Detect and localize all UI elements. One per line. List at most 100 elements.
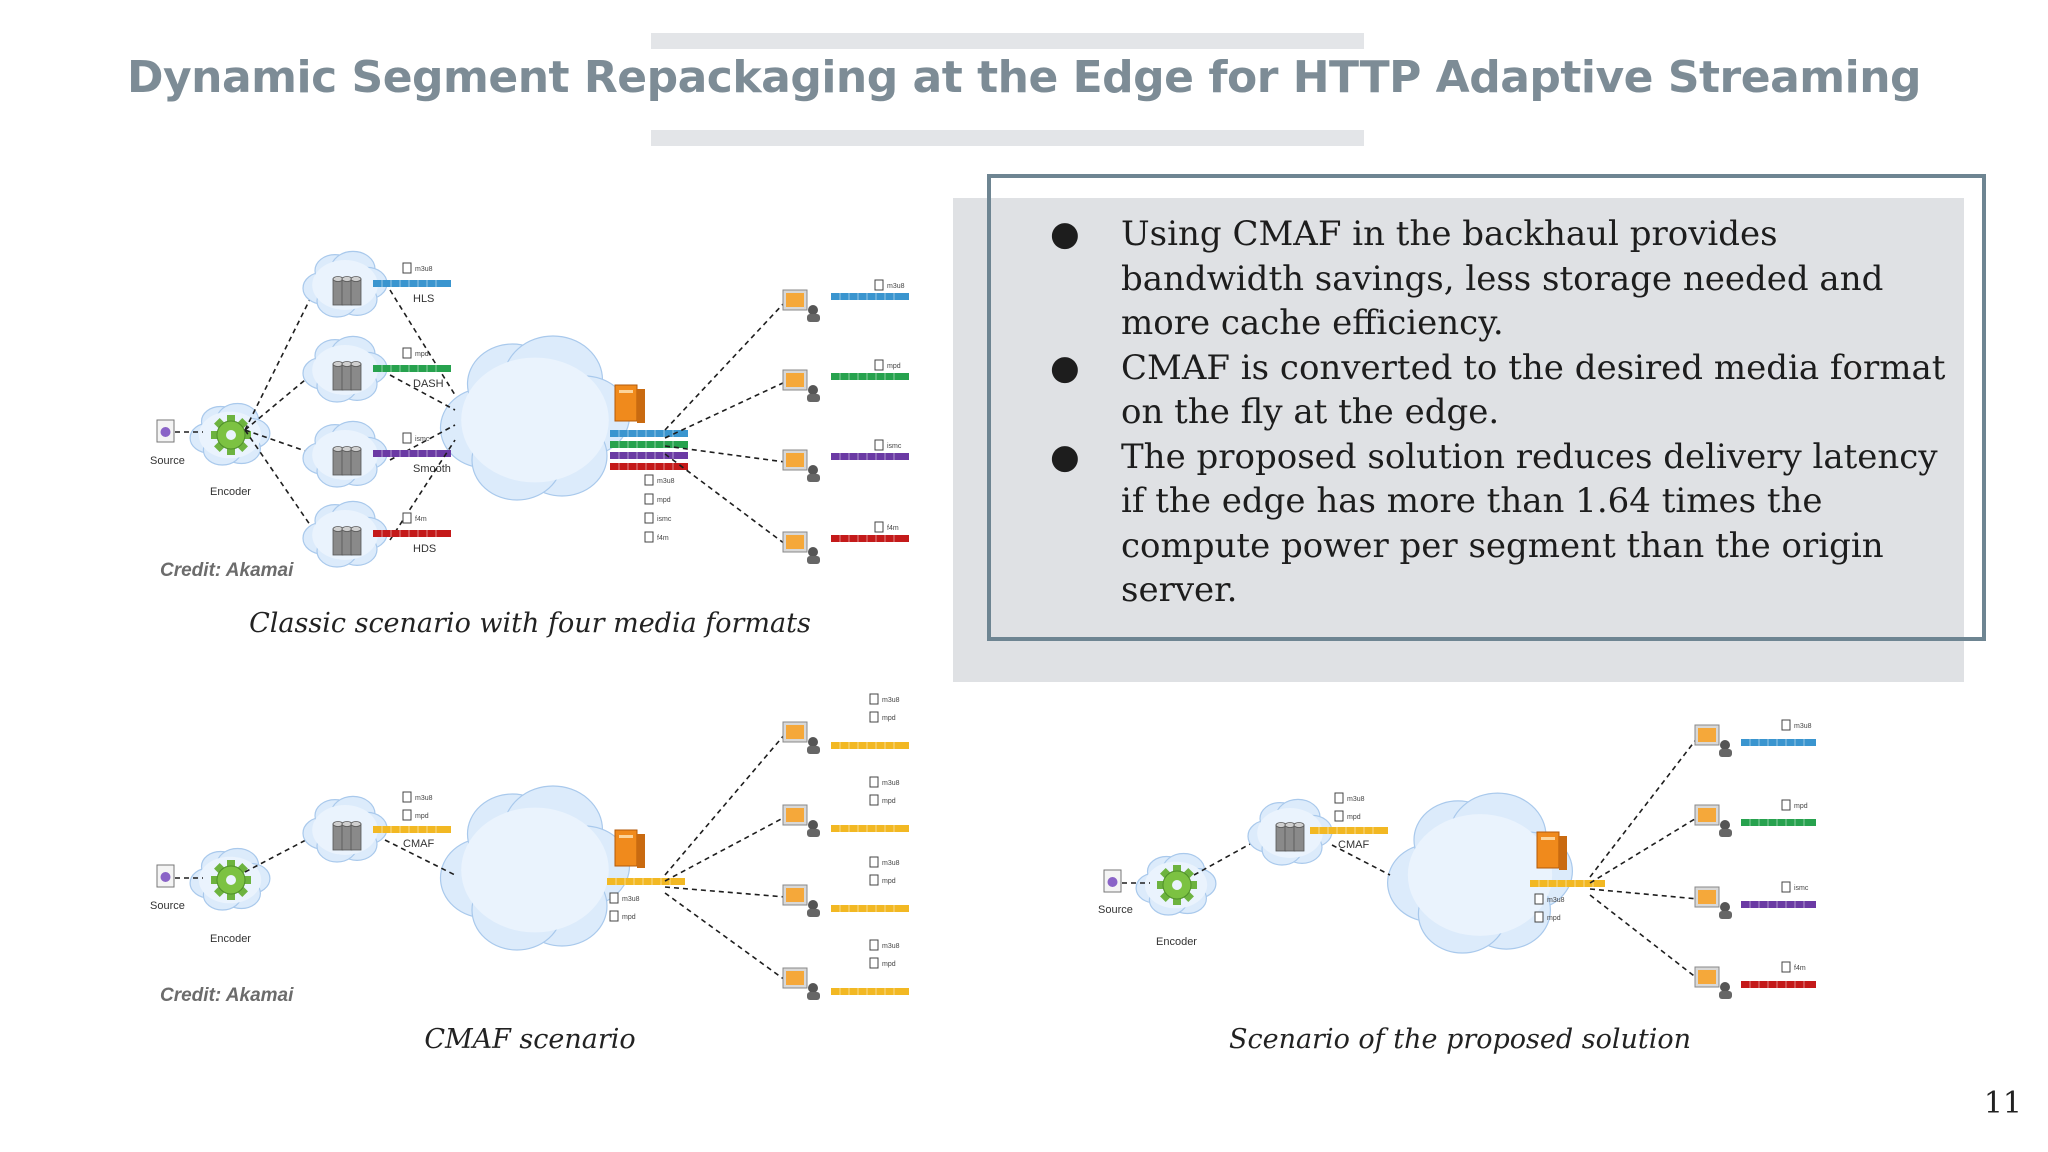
cloud-core	[1407, 814, 1553, 936]
file-icon	[1781, 961, 1791, 973]
file-icon	[869, 693, 879, 705]
file-label: m3u8	[415, 266, 433, 273]
disk-top	[350, 361, 362, 367]
gear-tooth	[1173, 896, 1181, 905]
segment-bar	[373, 365, 451, 372]
connection-line	[664, 381, 786, 439]
monitor-screen	[786, 293, 804, 307]
disk-top	[332, 526, 344, 532]
user-head	[1720, 902, 1730, 912]
user-head	[1720, 982, 1730, 992]
disk-top	[341, 526, 353, 532]
edge-server-icon	[614, 384, 645, 423]
file-label: m3u8	[1347, 796, 1365, 803]
edge-server-icon	[614, 829, 645, 868]
client-computer-icon	[1694, 804, 1732, 837]
segment-bar	[831, 825, 909, 832]
proposed-solution-diagram: SourceEncoderm3u8mpdCMAFm3u8mpdm3u8mpdis…	[1098, 719, 1816, 999]
user-body	[807, 746, 820, 754]
file-label: m3u8	[657, 478, 675, 485]
file-label: mpd	[415, 813, 429, 820]
file-label: f4m	[1794, 965, 1806, 972]
source-disc	[160, 872, 171, 882]
disk-body	[341, 528, 353, 556]
gear-icon	[1157, 865, 1197, 905]
connection-line	[389, 289, 456, 396]
cmaf-credit: Credit: Akamai	[160, 985, 294, 1006]
file-icon	[1534, 893, 1544, 905]
user-head	[808, 385, 818, 395]
database-icon	[332, 526, 362, 556]
monitor-screen	[786, 971, 804, 985]
classic-scenario-diagram: SourceEncoderm3u8HLSmpdDASHismcSmoothf4m…	[150, 250, 909, 568]
disk-top	[332, 361, 344, 367]
bullet-dot-icon: ●	[1050, 436, 1080, 477]
file-icon	[609, 892, 619, 904]
file-label: f4m	[887, 525, 899, 532]
connection-line	[664, 301, 786, 431]
disk-body	[350, 278, 362, 306]
file-label: mpd	[882, 798, 896, 805]
user-body	[807, 314, 820, 322]
connection-line	[1331, 844, 1391, 876]
disk-top	[332, 276, 344, 282]
file-icon	[874, 439, 884, 451]
segment-bar	[373, 530, 451, 537]
title-bottom-rule	[651, 130, 1364, 146]
gear-tooth	[227, 415, 235, 424]
monitor-screen	[786, 808, 804, 822]
page-number: 11	[1983, 1086, 2022, 1121]
callout-shadow	[953, 198, 1964, 682]
disk-body	[350, 823, 362, 851]
file-icon	[869, 711, 879, 723]
segment-bar	[610, 430, 688, 437]
user-head	[808, 820, 818, 830]
database-icon	[1275, 822, 1305, 852]
gear-icon	[211, 860, 251, 900]
connection-line	[244, 284, 318, 431]
file-icon	[1334, 810, 1344, 822]
segment-bar	[831, 293, 909, 300]
slide-title: Dynamic Segment Repackaging at the Edge …	[126, 52, 1922, 103]
connection-line	[664, 453, 786, 545]
user-head	[808, 465, 818, 475]
database-icon	[332, 821, 362, 851]
disk-body	[350, 528, 362, 556]
cmaf-caption: CMAF scenario	[424, 1024, 636, 1055]
disk-body	[332, 278, 344, 306]
file-label: ismc	[415, 436, 430, 443]
file-label: mpd	[1794, 803, 1808, 810]
file-label: mpd	[657, 497, 671, 504]
server-slot	[619, 390, 633, 393]
file-label: m3u8	[882, 943, 900, 950]
file-icon	[869, 856, 879, 868]
file-icon	[402, 512, 412, 524]
connection-line	[1589, 816, 1699, 884]
user-head	[808, 305, 818, 315]
title-top-rule	[651, 33, 1364, 49]
client-computer-icon	[782, 884, 820, 917]
connection-line	[244, 429, 318, 536]
client-computer-icon	[1694, 966, 1732, 999]
file-icon	[869, 957, 879, 969]
edge-cloud	[439, 335, 631, 501]
client-computer-icon	[1694, 886, 1732, 919]
file-icon	[609, 910, 619, 922]
server-slot	[1541, 837, 1555, 840]
format-label: CMAF	[403, 838, 434, 850]
file-label: m3u8	[622, 896, 640, 903]
user-body	[1719, 829, 1732, 837]
user-head	[808, 983, 818, 993]
user-body	[807, 394, 820, 402]
segment-bar	[831, 988, 909, 995]
client-computer-icon	[1694, 724, 1732, 757]
bullet-dot-icon: ●	[1050, 347, 1080, 388]
encoder-label: Encoder	[210, 933, 251, 945]
monitor-screen	[786, 373, 804, 387]
user-body	[807, 829, 820, 837]
segment-bar	[1741, 981, 1816, 988]
file-label: m3u8	[882, 780, 900, 787]
format-label: HLS	[413, 293, 434, 305]
disk-top	[350, 526, 362, 532]
